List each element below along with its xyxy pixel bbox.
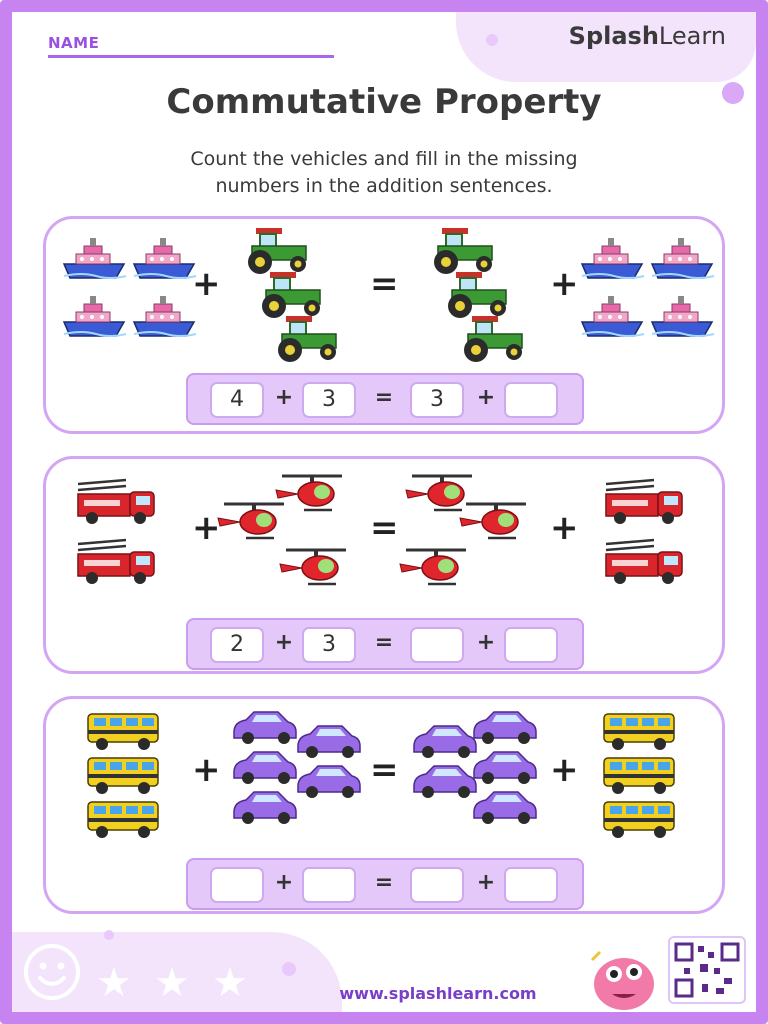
plus-sign: + [476,385,496,410]
plus-sign: + [192,264,221,304]
car-icon [297,725,361,759]
qr-code-icon [668,936,746,1004]
smiley-icon [24,944,80,1000]
tractor-icon [247,227,307,275]
answer-box[interactable]: 3 [302,382,356,418]
decor-dot [486,34,498,46]
name-label: NAME [48,34,100,52]
equals-sign: = [374,630,394,655]
answer-box[interactable] [504,867,558,903]
answer-box[interactable]: 4 [210,382,264,418]
equals-sign: = [370,750,399,790]
car-icon [473,711,537,745]
answer-box[interactable] [410,627,464,663]
addition-sentence-2: 2 + 3 = + [186,618,584,670]
school-bus-icon [87,713,159,751]
splashlearn-logo: SplashLearn [568,22,726,50]
ship-icon [581,237,645,279]
answer-box[interactable]: 3 [302,627,356,663]
answer-box[interactable] [410,867,464,903]
addition-sentence-1: 4 + 3 = 3 + [186,373,584,425]
answer-box[interactable]: 2 [210,627,264,663]
star-icon: ★ [212,960,248,1006]
car-icon [297,765,361,799]
answer-box[interactable] [504,627,558,663]
ship-icon [651,237,715,279]
equals-sign: = [370,264,399,304]
helicopter-icon [458,502,528,540]
plus-sign: + [274,870,294,895]
header-decoration [456,12,756,82]
plus-sign: + [192,508,221,548]
helicopter-icon [216,502,286,540]
tractor-icon [261,271,321,319]
ship-icon [581,295,645,337]
tractor-icon [277,315,337,363]
car-icon [233,711,297,745]
decor-dot [722,82,744,104]
star-icon: ★ [154,960,190,1006]
school-bus-icon [603,713,675,751]
fire-truck-icon [76,538,156,586]
car-icon [473,751,537,785]
page-title: Commutative Property [166,82,602,122]
car-icon [233,751,297,785]
plus-sign: + [550,264,579,304]
helicopter-icon [398,548,468,586]
star-icon: ★ [96,960,132,1006]
school-bus-icon [87,801,159,839]
mascot-icon [590,950,654,1010]
school-bus-icon [87,757,159,795]
equals-sign: = [374,385,394,410]
answer-box[interactable]: 3 [410,382,464,418]
plus-sign: + [476,630,496,655]
decor-dot [282,962,296,976]
plus-sign: + [550,750,579,790]
plus-sign: + [550,508,579,548]
tractor-icon [447,271,507,319]
instructions: Count the vehicles and fill in the missi… [190,148,578,197]
ship-icon [651,295,715,337]
car-icon [473,791,537,825]
school-bus-icon [603,757,675,795]
fire-truck-icon [604,478,684,526]
equals-sign: = [370,508,399,548]
footer-url[interactable]: www.splashlearn.com [339,984,537,1003]
decor-dot [104,930,114,940]
addition-sentence-3: + = + [186,858,584,910]
answer-box[interactable] [302,867,356,903]
ship-icon [63,237,127,279]
answer-box[interactable] [210,867,264,903]
car-icon [233,791,297,825]
name-field-line[interactable] [48,55,334,58]
fire-truck-icon [604,538,684,586]
ship-icon [63,295,127,337]
tractor-icon [433,227,493,275]
tractor-icon [463,315,523,363]
plus-sign: + [274,630,294,655]
plus-sign: + [274,385,294,410]
helicopter-icon [278,548,348,586]
school-bus-icon [603,801,675,839]
answer-box[interactable] [504,382,558,418]
equals-sign: = [374,870,394,895]
plus-sign: + [476,870,496,895]
fire-truck-icon [76,478,156,526]
plus-sign: + [192,750,221,790]
